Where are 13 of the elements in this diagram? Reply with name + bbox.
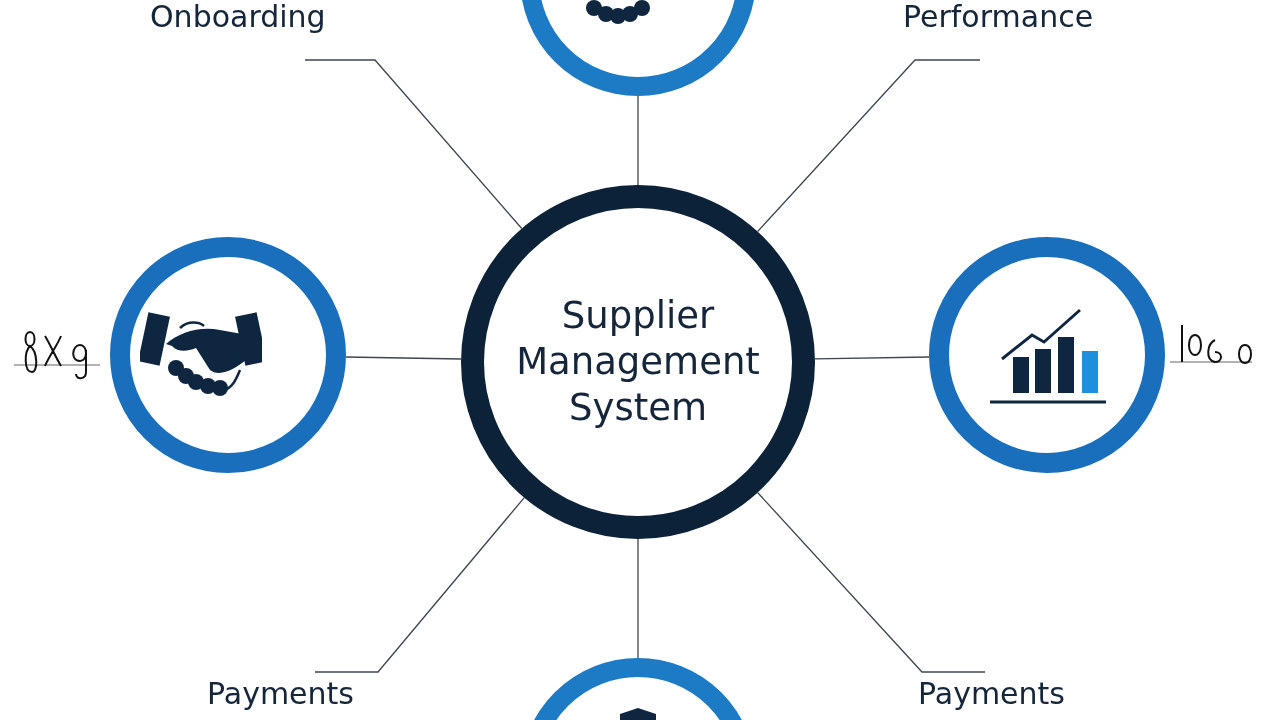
hub-title: Supplier Management System [515, 293, 761, 431]
topic-label: Onboarding [150, 0, 326, 34]
connector-line [637, 95, 639, 186]
leader-line [304, 59, 523, 230]
leader-line [757, 59, 981, 233]
leader-line [314, 496, 525, 673]
connector-line [814, 356, 930, 360]
leader-line [756, 491, 986, 673]
connector-line [345, 356, 462, 360]
topic-label: Performance [903, 0, 1094, 34]
topic-label: Payments [207, 677, 354, 711]
connector-line [637, 538, 639, 659]
topic-label: Payments [918, 677, 1065, 711]
